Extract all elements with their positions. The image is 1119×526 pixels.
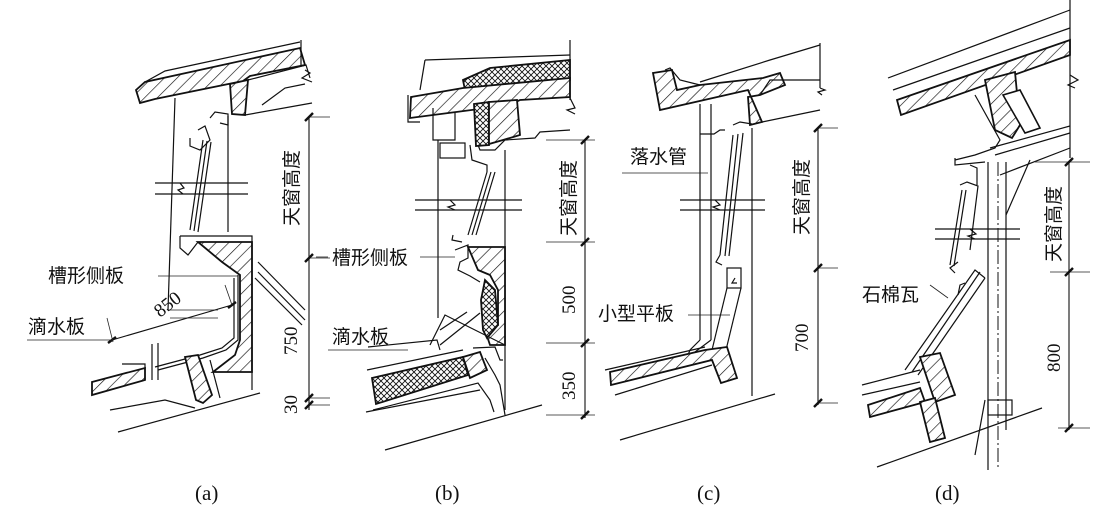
panel-a: 850 槽形侧板 滴水板 天窗高度 750 30 (a) (27, 40, 330, 505)
dimension-chain-a: 天窗高度 750 30 (281, 112, 330, 414)
skylight-height-label: 天窗高度 (281, 150, 303, 226)
lower-roof (91, 261, 306, 433)
window-sash (155, 111, 248, 233)
frame-line (167, 97, 176, 311)
lower-roof (861, 351, 1043, 468)
label-drip-board: 滴水板 (332, 326, 389, 348)
label-channel-side-panel: 槽形侧板 (48, 265, 124, 287)
dim-30-text: 30 (281, 395, 302, 414)
channel-side-panel (429, 244, 506, 361)
window-sash (680, 121, 765, 266)
roof-slab (651, 43, 827, 127)
caption-b: (b) (435, 481, 460, 505)
label-asbestos-tile: 石棉瓦 (862, 284, 919, 306)
caption-d: (d) (935, 481, 960, 505)
label-drip-board: 滴水板 (28, 316, 85, 338)
leader-line (929, 284, 949, 299)
roof-slab (407, 40, 576, 151)
dimension-850: 850 (106, 284, 237, 344)
dim-800-text: 800 (1044, 344, 1065, 373)
window-sash (935, 164, 1020, 274)
lower-roof (365, 339, 543, 451)
roof-slab (887, 0, 1080, 176)
dimension-chain-d: 天窗高度 800 (1035, 157, 1090, 433)
label-small-flat-slab: 小型平板 (598, 303, 674, 325)
skylight-height-label: 天窗高度 (558, 160, 580, 236)
dim-350-text: 350 (559, 372, 580, 401)
dimension-chain-c: 天窗高度 700 (791, 123, 838, 408)
caption-a: (a) (195, 481, 218, 505)
dim-850-text: 850 (150, 288, 185, 322)
base-block (987, 399, 1013, 416)
roof-slab (134, 40, 313, 116)
label-channel-side-panel: 槽形侧板 (332, 247, 408, 269)
small-flat-slab (711, 267, 742, 351)
panel-c: 落水管 小型平板 天窗高度 700 (c) (598, 43, 838, 505)
panel-d: 石棉瓦 天窗高度 800 (d) (861, 0, 1090, 505)
skylight-height-label: 天窗高度 (791, 159, 813, 235)
support-line (974, 399, 986, 456)
panel-b: 槽形侧板 滴水板 天窗高度 500 350 (b) (316, 40, 595, 505)
skylight-height-label: 天窗高度 (1043, 186, 1065, 262)
dim-500-text: 500 (559, 286, 580, 315)
dim-750-text: 750 (281, 327, 302, 356)
lower-roof (604, 346, 776, 441)
brace-line (1005, 159, 1031, 216)
window-sash (415, 142, 522, 243)
dim-700-text: 700 (792, 324, 813, 353)
label-downpipe: 落水管 (630, 146, 687, 168)
dimension-chain-b: 天窗高度 500 350 (546, 135, 595, 420)
caption-c: (c) (697, 481, 720, 505)
